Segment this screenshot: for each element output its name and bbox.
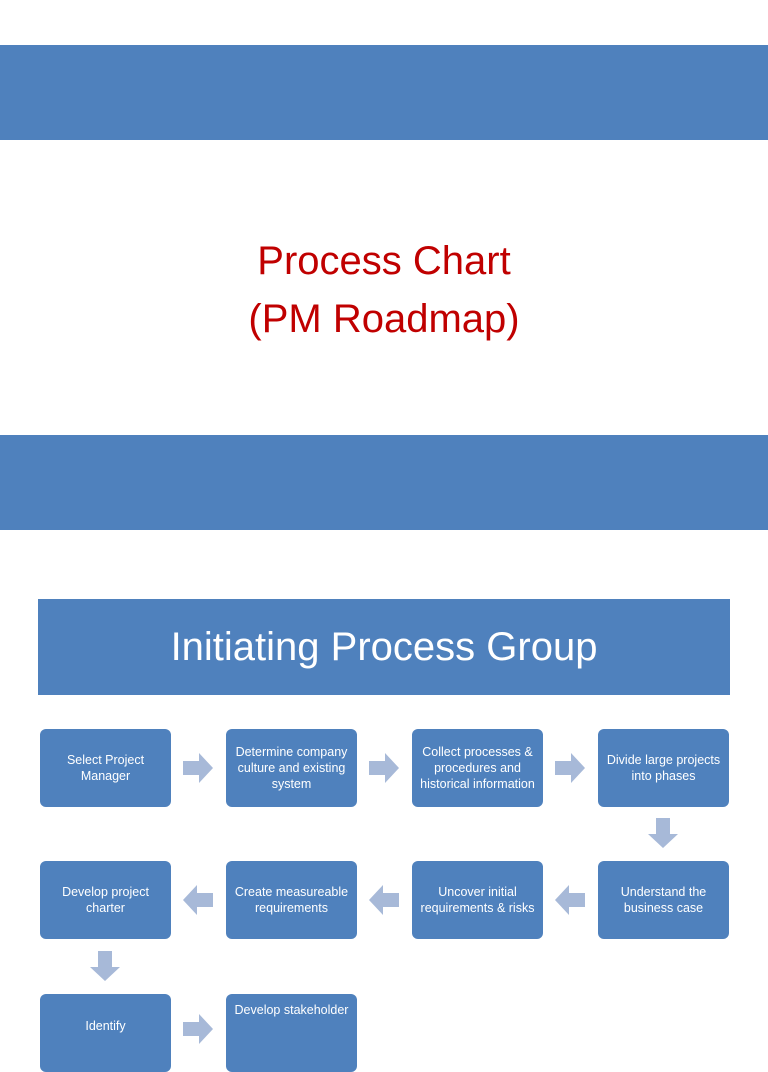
step-box: Develop stakeholder — [226, 994, 357, 1072]
step-box: Uncover initial requirements & risks — [412, 861, 543, 939]
arrow-left-icon — [369, 885, 399, 915]
step-box: Divide large projects into phases — [598, 729, 729, 807]
arrow-right-icon — [555, 753, 585, 783]
arrow-right-icon — [183, 1014, 213, 1044]
arrow-down-icon — [648, 818, 678, 848]
arrow-down-icon — [90, 951, 120, 981]
arrow-right-icon — [183, 753, 213, 783]
step-box: Develop project charter — [40, 861, 171, 939]
arrow-left-icon — [555, 885, 585, 915]
step-box: Determine company culture and existing s… — [226, 729, 357, 807]
arrow-right-icon — [369, 753, 399, 783]
bottom-banner — [0, 435, 768, 530]
section-heading: Initiating Process Group — [38, 599, 730, 695]
step-box: Identify — [40, 994, 171, 1072]
step-box: Understand the business case — [598, 861, 729, 939]
step-box: Select Project Manager — [40, 729, 171, 807]
step-box: Create measureable requirements — [226, 861, 357, 939]
step-box: Collect processes & procedures and histo… — [412, 729, 543, 807]
arrow-left-icon — [183, 885, 213, 915]
slide-title: Process Chart(PM Roadmap) — [248, 239, 520, 341]
top-banner — [0, 45, 768, 140]
